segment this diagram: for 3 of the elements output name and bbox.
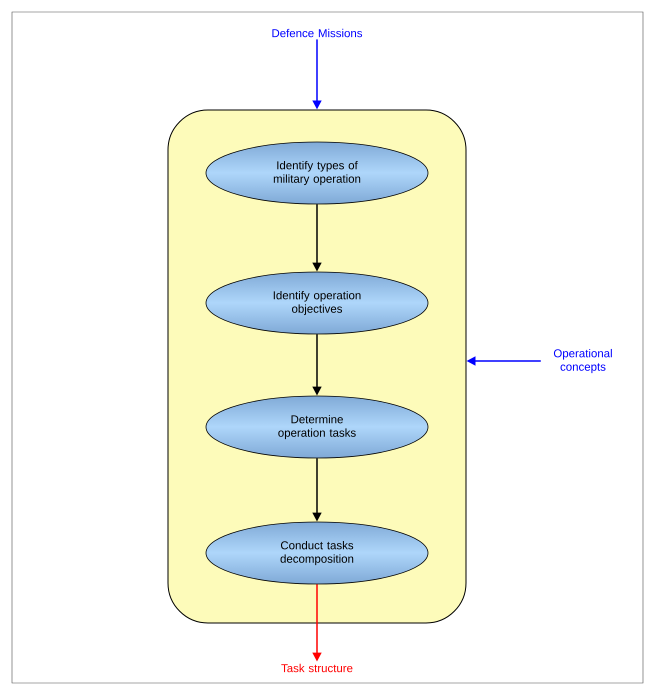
flow-label: Operational concepts <box>554 348 612 374</box>
flow-label: Defence Missions <box>272 28 362 38</box>
flow-label: Task structure <box>281 664 352 672</box>
